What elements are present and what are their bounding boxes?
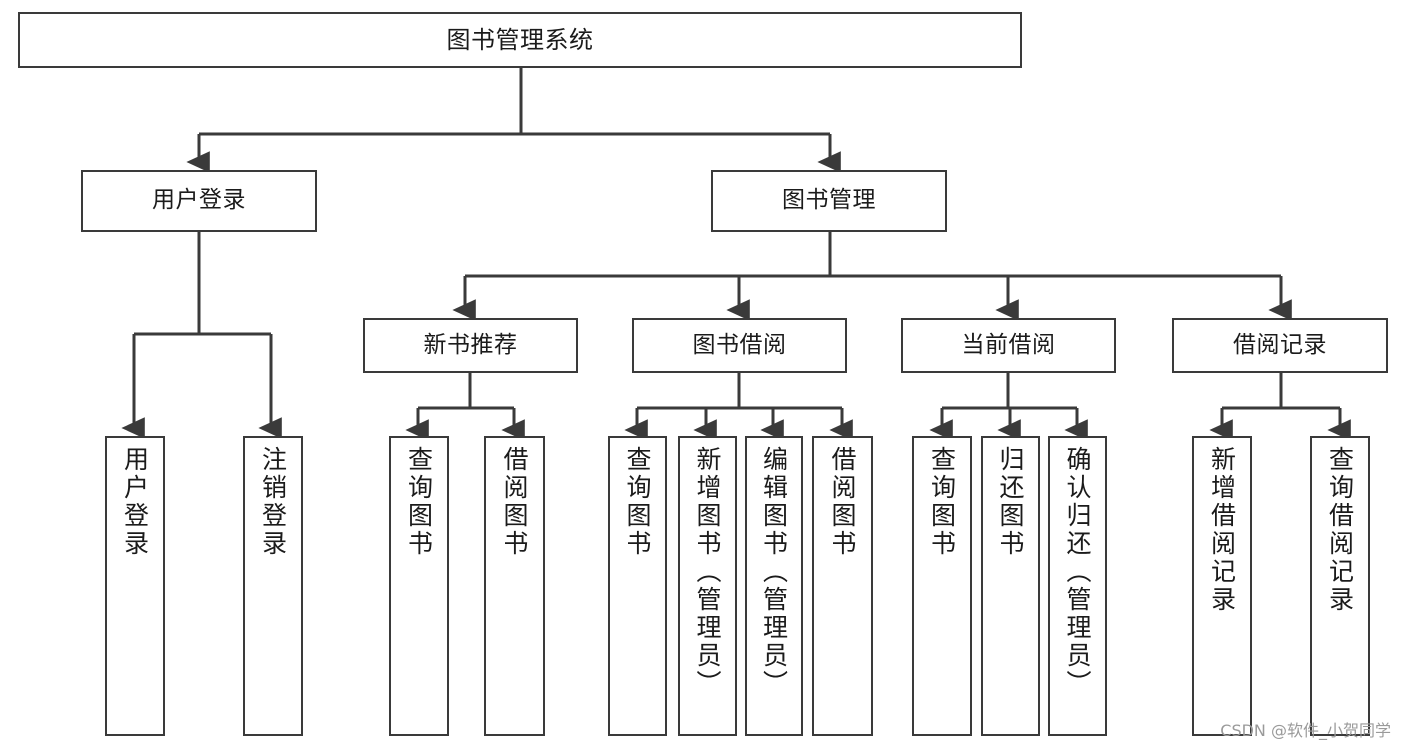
leaf-book-borrow-borrow-book[interactable]: 借阅图书 (812, 436, 873, 736)
node-book-borrow[interactable]: 图书借阅 (632, 318, 847, 373)
node-label: 用户登录 (152, 187, 246, 214)
leaf-new-book-query-book[interactable]: 查询图书 (389, 436, 449, 736)
leaf-user-login-logout[interactable]: 注销登录 (243, 436, 303, 736)
leaf-book-borrow-edit-book-admin[interactable]: 编辑图书（管理员） (745, 436, 803, 736)
node-label: 图书管理 (782, 187, 876, 214)
node-label: 新书推荐 (423, 331, 518, 358)
node-book-management[interactable]: 图书管理 (711, 170, 947, 232)
node-label: 查询借阅记录 (1325, 446, 1355, 614)
leaf-user-login-user-login[interactable]: 用户登录 (105, 436, 165, 736)
node-label: 查询图书 (404, 446, 434, 558)
node-label: 查询图书 (623, 446, 652, 558)
node-label: 查询图书 (927, 446, 957, 558)
node-current-borrow[interactable]: 当前借阅 (901, 318, 1116, 373)
leaf-current-borrow-return-book[interactable]: 归还图书 (981, 436, 1040, 736)
leaf-book-borrow-query-book[interactable]: 查询图书 (608, 436, 667, 736)
node-user-login[interactable]: 用户登录 (81, 170, 317, 232)
node-label: 借阅图书 (828, 446, 857, 558)
node-label: 图书管理系统 (446, 25, 594, 54)
node-label: 借阅图书 (500, 446, 529, 558)
node-label: 新增借阅记录 (1207, 446, 1237, 614)
node-label: 用户登录 (120, 446, 150, 558)
node-new-book-recommend[interactable]: 新书推荐 (363, 318, 578, 373)
node-borrow-record[interactable]: 借阅记录 (1172, 318, 1388, 373)
leaf-current-borrow-confirm-return-admin[interactable]: 确认归还（管理员） (1048, 436, 1107, 736)
node-label: 编辑图书（管理员） (759, 446, 789, 698)
node-label: 新增图书（管理员） (693, 446, 722, 698)
node-label: 当前借阅 (961, 331, 1056, 358)
node-label: 注销登录 (258, 446, 288, 558)
node-root-book-management-system[interactable]: 图书管理系统 (18, 12, 1022, 68)
leaf-new-book-borrow-book[interactable]: 借阅图书 (484, 436, 545, 736)
leaf-book-borrow-add-book-admin[interactable]: 新增图书（管理员） (678, 436, 737, 736)
csdn-watermark: CSDN @软件_小贺同学 (1220, 721, 1391, 740)
node-label: 归还图书 (996, 446, 1025, 558)
leaf-borrow-record-add-record[interactable]: 新增借阅记录 (1192, 436, 1252, 736)
leaf-current-borrow-query-book[interactable]: 查询图书 (912, 436, 972, 736)
node-label: 借阅记录 (1233, 331, 1327, 358)
node-label: 确认归还（管理员） (1063, 446, 1092, 698)
leaf-borrow-record-query-record[interactable]: 查询借阅记录 (1310, 436, 1370, 736)
node-label: 图书借阅 (692, 331, 787, 358)
